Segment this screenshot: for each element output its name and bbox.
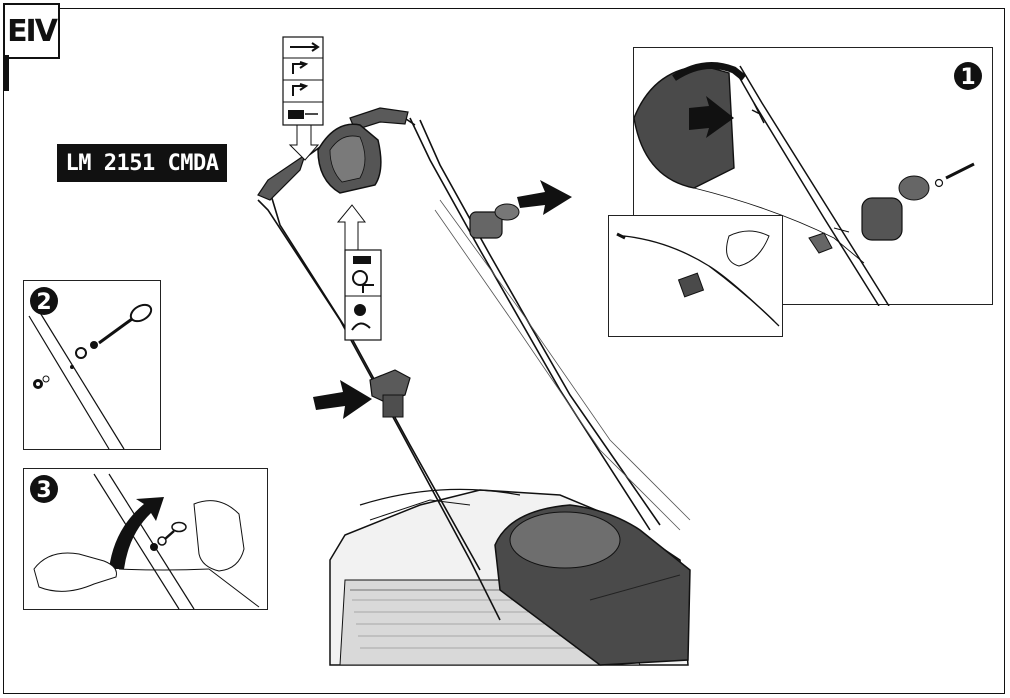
operation-label-lower <box>344 249 382 341</box>
step-1-detail-illustration <box>616 230 780 327</box>
step-1-arrow <box>689 96 734 138</box>
inset-step-2: 2 <box>23 280 161 450</box>
step-3-number-badge <box>30 475 58 503</box>
step-3-illustration: 3 <box>30 473 260 610</box>
model-label: LM 2151 CMDA <box>57 144 227 182</box>
step-2-number-badge <box>30 287 58 315</box>
page-tag: EIV <box>3 3 60 91</box>
step-2-illustration: 2 <box>28 287 153 450</box>
step-2-number: 2 <box>36 290 51 315</box>
step-1-number: 1 <box>960 65 975 90</box>
inset-step-1-detail <box>608 215 783 337</box>
step-3-arrow <box>109 497 164 569</box>
page-frame <box>3 8 1005 694</box>
pointer-arrow-upper <box>517 180 572 215</box>
inset-step-3: 3 <box>23 468 268 610</box>
switch-box <box>317 123 382 194</box>
handle-grip-left <box>257 153 307 201</box>
label-arrow-upper <box>288 124 320 161</box>
step-3-number: 3 <box>36 478 51 503</box>
step-1-illustration: 1 <box>634 62 982 306</box>
cable-knob-upper <box>469 203 520 239</box>
cable-knob-lower <box>369 369 411 418</box>
motor-cover <box>494 504 691 666</box>
operation-label-upper <box>282 36 324 126</box>
pointer-arrow-lower <box>313 380 372 419</box>
label-arrow-lower <box>336 204 367 251</box>
step-1-number-badge <box>954 62 982 90</box>
